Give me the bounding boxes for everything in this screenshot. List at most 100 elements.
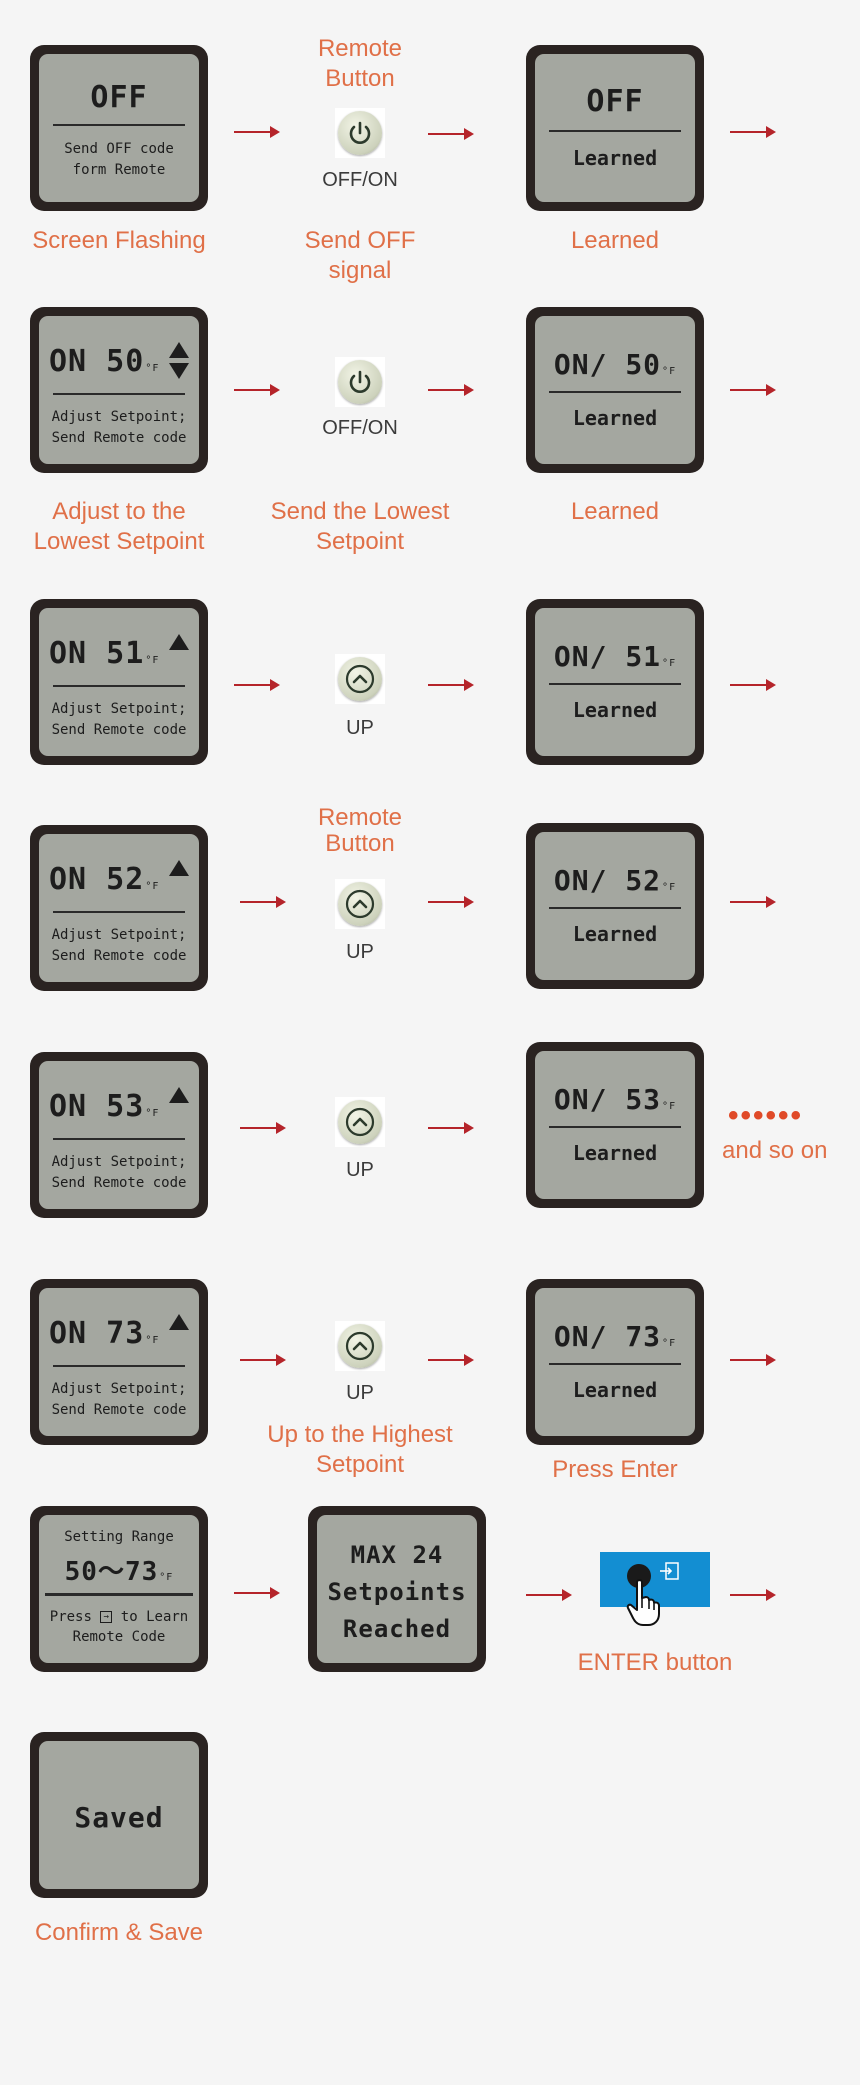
up-triangle-icon: [169, 860, 189, 876]
flow-arrow: [240, 896, 286, 908]
caption-and-so-on: and so on: [722, 1137, 828, 1164]
lcd-main-text: ON 51°F: [49, 636, 160, 671]
enter-button[interactable]: [600, 1552, 710, 1626]
lcd-main-text: ON/ 52°F: [553, 864, 677, 897]
lcd-line-2: Setpoints: [327, 1578, 467, 1606]
flow-arrow: [240, 1354, 286, 1366]
caption-confirm-save: Confirm & Save: [34, 1919, 204, 1946]
lcd-saved: Saved: [30, 1732, 208, 1898]
lcd-divider: [549, 683, 681, 685]
lcd-divider: [549, 1126, 681, 1128]
power-icon: [349, 121, 371, 144]
lcd-on-50-learned: ON/ 50°F Learned: [526, 307, 704, 473]
flow-arrow: [428, 896, 474, 908]
lcd-line-2: Send Remote code: [51, 948, 187, 964]
caption-enter-button: ENTER button: [577, 1649, 733, 1676]
remote-up-button[interactable]: [338, 1324, 382, 1368]
lcd-line-1: Learned: [572, 146, 658, 170]
flow-arrow: [428, 679, 474, 691]
flow-arrow: [730, 126, 776, 138]
lcd-divider: [53, 685, 185, 687]
flow-arrow: [730, 1354, 776, 1366]
remote-up-button[interactable]: [338, 882, 382, 926]
lcd-line-1: MAX 24: [350, 1541, 444, 1569]
up-triangle-icon: [169, 634, 189, 650]
lcd-main-text: ON 50°F: [49, 344, 160, 379]
button-label: UP: [346, 717, 374, 739]
lcd-line-2: Send Remote code: [51, 1402, 187, 1418]
remote-power-button[interactable]: [338, 360, 382, 404]
button-label: OFF/ON: [322, 169, 398, 191]
lcd-setting-range: Setting Range 50～73°F Press → to Learn R…: [30, 1506, 208, 1672]
caption-learned: Learned: [570, 227, 660, 254]
lcd-main-text: ON/ 51°F: [553, 640, 677, 673]
lcd-divider: [53, 1138, 185, 1140]
lcd-off-flashing: OFF Send OFF code form Remote: [30, 45, 208, 211]
lcd-line-2: Remote Code: [72, 1629, 166, 1645]
lcd-divider: [53, 1365, 185, 1367]
lcd-main-text: OFF: [90, 80, 148, 115]
lcd-on-53-learned: ON/ 53°F Learned: [526, 1042, 704, 1208]
lcd-line-1: Adjust Setpoint;: [51, 409, 187, 425]
remote-up-button[interactable]: [338, 1100, 382, 1144]
button-label: UP: [346, 941, 374, 963]
lcd-line-1: Learned: [572, 922, 658, 946]
flow-arrow: [730, 679, 776, 691]
remote-up-button[interactable]: [338, 657, 382, 701]
lcd-line-2: Send Remote code: [51, 722, 187, 738]
down-triangle-icon: [169, 363, 189, 379]
lcd-on-50-adjust: ON 50°F Adjust Setpoint; Send Remote cod…: [30, 307, 208, 473]
enter-icon: [660, 1562, 679, 1580]
flow-arrow: [234, 1587, 280, 1599]
lcd-line-1: Adjust Setpoint;: [51, 927, 187, 943]
lcd-main-text: ON/ 53°F: [553, 1083, 677, 1116]
lcd-line-1: Learned: [572, 1141, 658, 1165]
lcd-line-1: Adjust Setpoint;: [51, 1381, 187, 1397]
chevron-up-icon: [345, 889, 375, 919]
lcd-main-text: ON 53°F: [49, 1089, 160, 1124]
flow-arrow: [234, 679, 280, 691]
flow-arrow: [730, 896, 776, 908]
lcd-line-1: Learned: [572, 406, 658, 430]
lcd-on-73-learned: ON/ 73°F Learned: [526, 1279, 704, 1445]
remote-power-button[interactable]: [338, 111, 382, 155]
lcd-main-text: ON/ 73°F: [553, 1320, 677, 1353]
lcd-on-53-adjust: ON 53°F Adjust Setpoint; Send Remote cod…: [30, 1052, 208, 1218]
button-label: UP: [346, 1159, 374, 1181]
lcd-line-1: Adjust Setpoint;: [51, 701, 187, 717]
lcd-divider: [45, 1593, 193, 1596]
caption-learned: Learned: [570, 498, 660, 525]
lcd-line-1: Send OFF code: [64, 141, 174, 157]
flow-arrow: [730, 1589, 776, 1601]
lcd-line-1: Press → to Learn: [49, 1609, 189, 1625]
lcd-main-text: 50～73°F: [64, 1557, 174, 1587]
chevron-up-icon: [345, 1107, 375, 1137]
power-icon: [349, 370, 371, 393]
lcd-main-text: OFF: [586, 84, 644, 119]
lcd-main-text: ON 73°F: [49, 1316, 160, 1351]
lcd-main-text: ON 52°F: [49, 862, 160, 897]
flow-arrow: [234, 126, 280, 138]
up-triangle-icon: [169, 342, 189, 358]
lcd-divider: [549, 1363, 681, 1365]
flow-arrow: [730, 384, 776, 396]
lcd-on-52-adjust: ON 52°F Adjust Setpoint; Send Remote cod…: [30, 825, 208, 991]
lcd-line-2: form Remote: [72, 162, 166, 178]
lcd-on-52-learned: ON/ 52°F Learned: [526, 823, 704, 989]
lcd-on-51-learned: ON/ 51°F Learned: [526, 599, 704, 765]
lcd-divider: [53, 911, 185, 913]
enter-small-icon: →: [100, 1611, 113, 1623]
up-triangle-icon: [169, 1087, 189, 1103]
continuation-dots: ••••••: [728, 1099, 804, 1132]
lcd-max-setpoints: MAX 24 Setpoints Reached: [308, 1506, 486, 1672]
lcd-line-1: Learned: [572, 1378, 658, 1402]
chevron-up-icon: [345, 664, 375, 694]
lcd-divider: [549, 907, 681, 909]
lcd-on-73-adjust: ON 73°F Adjust Setpoint; Send Remote cod…: [30, 1279, 208, 1445]
pointing-hand-icon: [626, 1579, 660, 1626]
lcd-line-1: Adjust Setpoint;: [51, 1154, 187, 1170]
